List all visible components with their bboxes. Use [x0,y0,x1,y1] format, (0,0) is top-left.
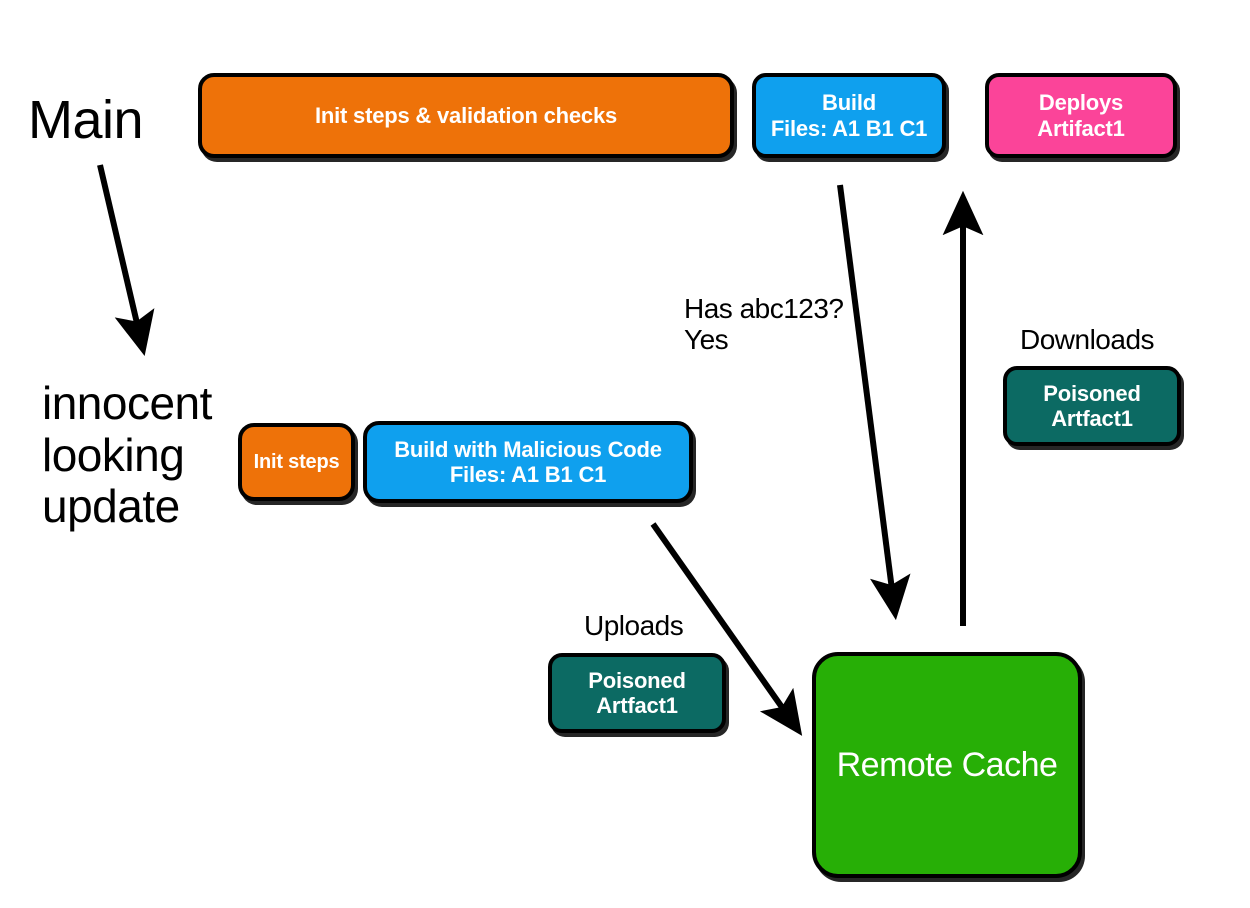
node-build-evil-line2: Files: A1 B1 C1 [449,462,607,487]
node-remote-cache-label: Remote Cache [836,745,1058,784]
edge-label-uploads: Uploads [584,610,684,641]
node-poisoned-artifact-uploaded[interactable]: Poisoned Artfact1 [548,653,726,733]
node-artifact-upload-line1: Poisoned [588,667,686,693]
node-init-evil-label: Init steps [253,450,340,473]
node-deploys-line1: Deploys [1038,90,1124,116]
node-deploys-artifact1[interactable]: Deploys Artifact1 [985,73,1177,158]
node-poisoned-artifact-downloaded[interactable]: Poisoned Artfact1 [1003,366,1181,446]
node-build-main-line1: Build [822,90,876,116]
branch-label-main: Main [28,90,144,150]
node-build-evil-line1: Build with Malicious Code [394,436,662,462]
edge-label-downloads: Downloads [1020,324,1155,355]
node-artifact-download-line2: Artfact1 [1051,406,1133,431]
node-build-with-malicious-code[interactable]: Build with Malicious Code Files: A1 B1 C… [363,421,693,503]
node-init-steps-evil[interactable]: Init steps [238,423,355,501]
node-init-steps-validation-checks[interactable]: Init steps & validation checks [198,73,734,158]
arrow-build-main-to-remote-cache [837,184,911,621]
node-init-main-label: Init steps & validation checks [314,102,618,128]
node-remote-cache[interactable]: Remote Cache [812,652,1082,878]
node-build-main[interactable]: Build Files: A1 B1 C1 [752,73,946,158]
arrow-main-to-feature-branch [97,164,155,357]
branch-label-feature: innocent looking update [42,377,212,533]
edge-label-has-abc123: Has abc123? Yes [684,293,844,356]
node-build-main-line2: Files: A1 B1 C1 [770,115,928,141]
node-deploys-line2: Artifact1 [1037,115,1125,141]
node-artifact-upload-line2: Artfact1 [596,693,678,718]
node-artifact-download-line1: Poisoned [1043,380,1141,406]
